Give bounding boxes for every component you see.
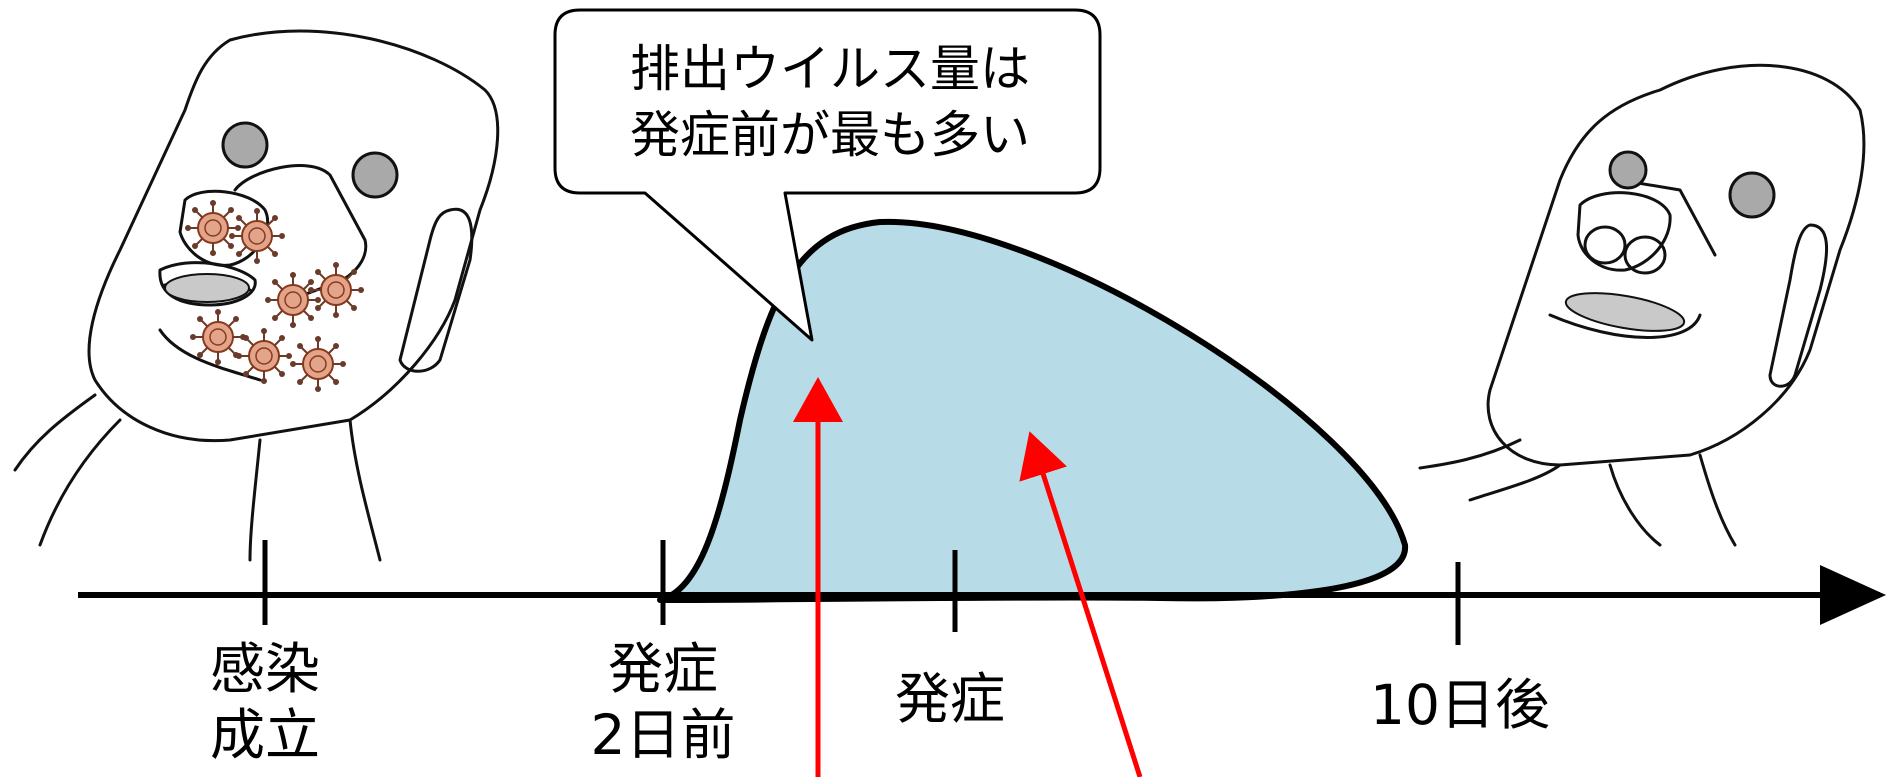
label-2-days-before: 発症 2日前 (583, 636, 743, 768)
smile-mouth-icon (1564, 292, 1686, 332)
virus-icon (235, 327, 293, 385)
label-onset-line-1: 発症 (894, 667, 1005, 731)
virus-icon (289, 335, 347, 393)
bubble-text: 排出ウイルス量は 発症前が最も多い (560, 36, 1100, 168)
left-eye-icon (221, 121, 269, 169)
virus-icon (264, 271, 322, 329)
label-infection: 感染 成立 (205, 636, 325, 768)
label-infection-line-2: 成立 (209, 703, 320, 767)
healthy-moai-icon (1418, 63, 1866, 547)
bubble-line-2: 発症前が最も多い (630, 106, 1030, 164)
label-10-days-after: 10日後 (1350, 672, 1570, 738)
left-eye-icon (1608, 150, 1648, 190)
virus-icon (228, 207, 286, 265)
red-arrow-postsymptomatic (1019, 431, 1143, 778)
mouth-icon (164, 273, 250, 303)
label-onset: 発症 (880, 666, 1020, 732)
bubble-line-1: 排出ウイルス量は (630, 40, 1030, 98)
speech-bubble (553, 8, 1102, 342)
label-infection-line-1: 感染 (209, 637, 320, 701)
right-eye-icon (351, 151, 399, 199)
virus-icon (307, 261, 365, 319)
label-2-days-before-line-1: 発症 (607, 637, 718, 701)
right-eye-icon (1728, 171, 1776, 219)
label-2-days-before-line-2: 2日前 (590, 703, 736, 767)
label-10-days-after-line-1: 10日後 (1370, 673, 1550, 737)
sick-moai-icon (13, 29, 500, 562)
virus-icon (184, 199, 242, 257)
